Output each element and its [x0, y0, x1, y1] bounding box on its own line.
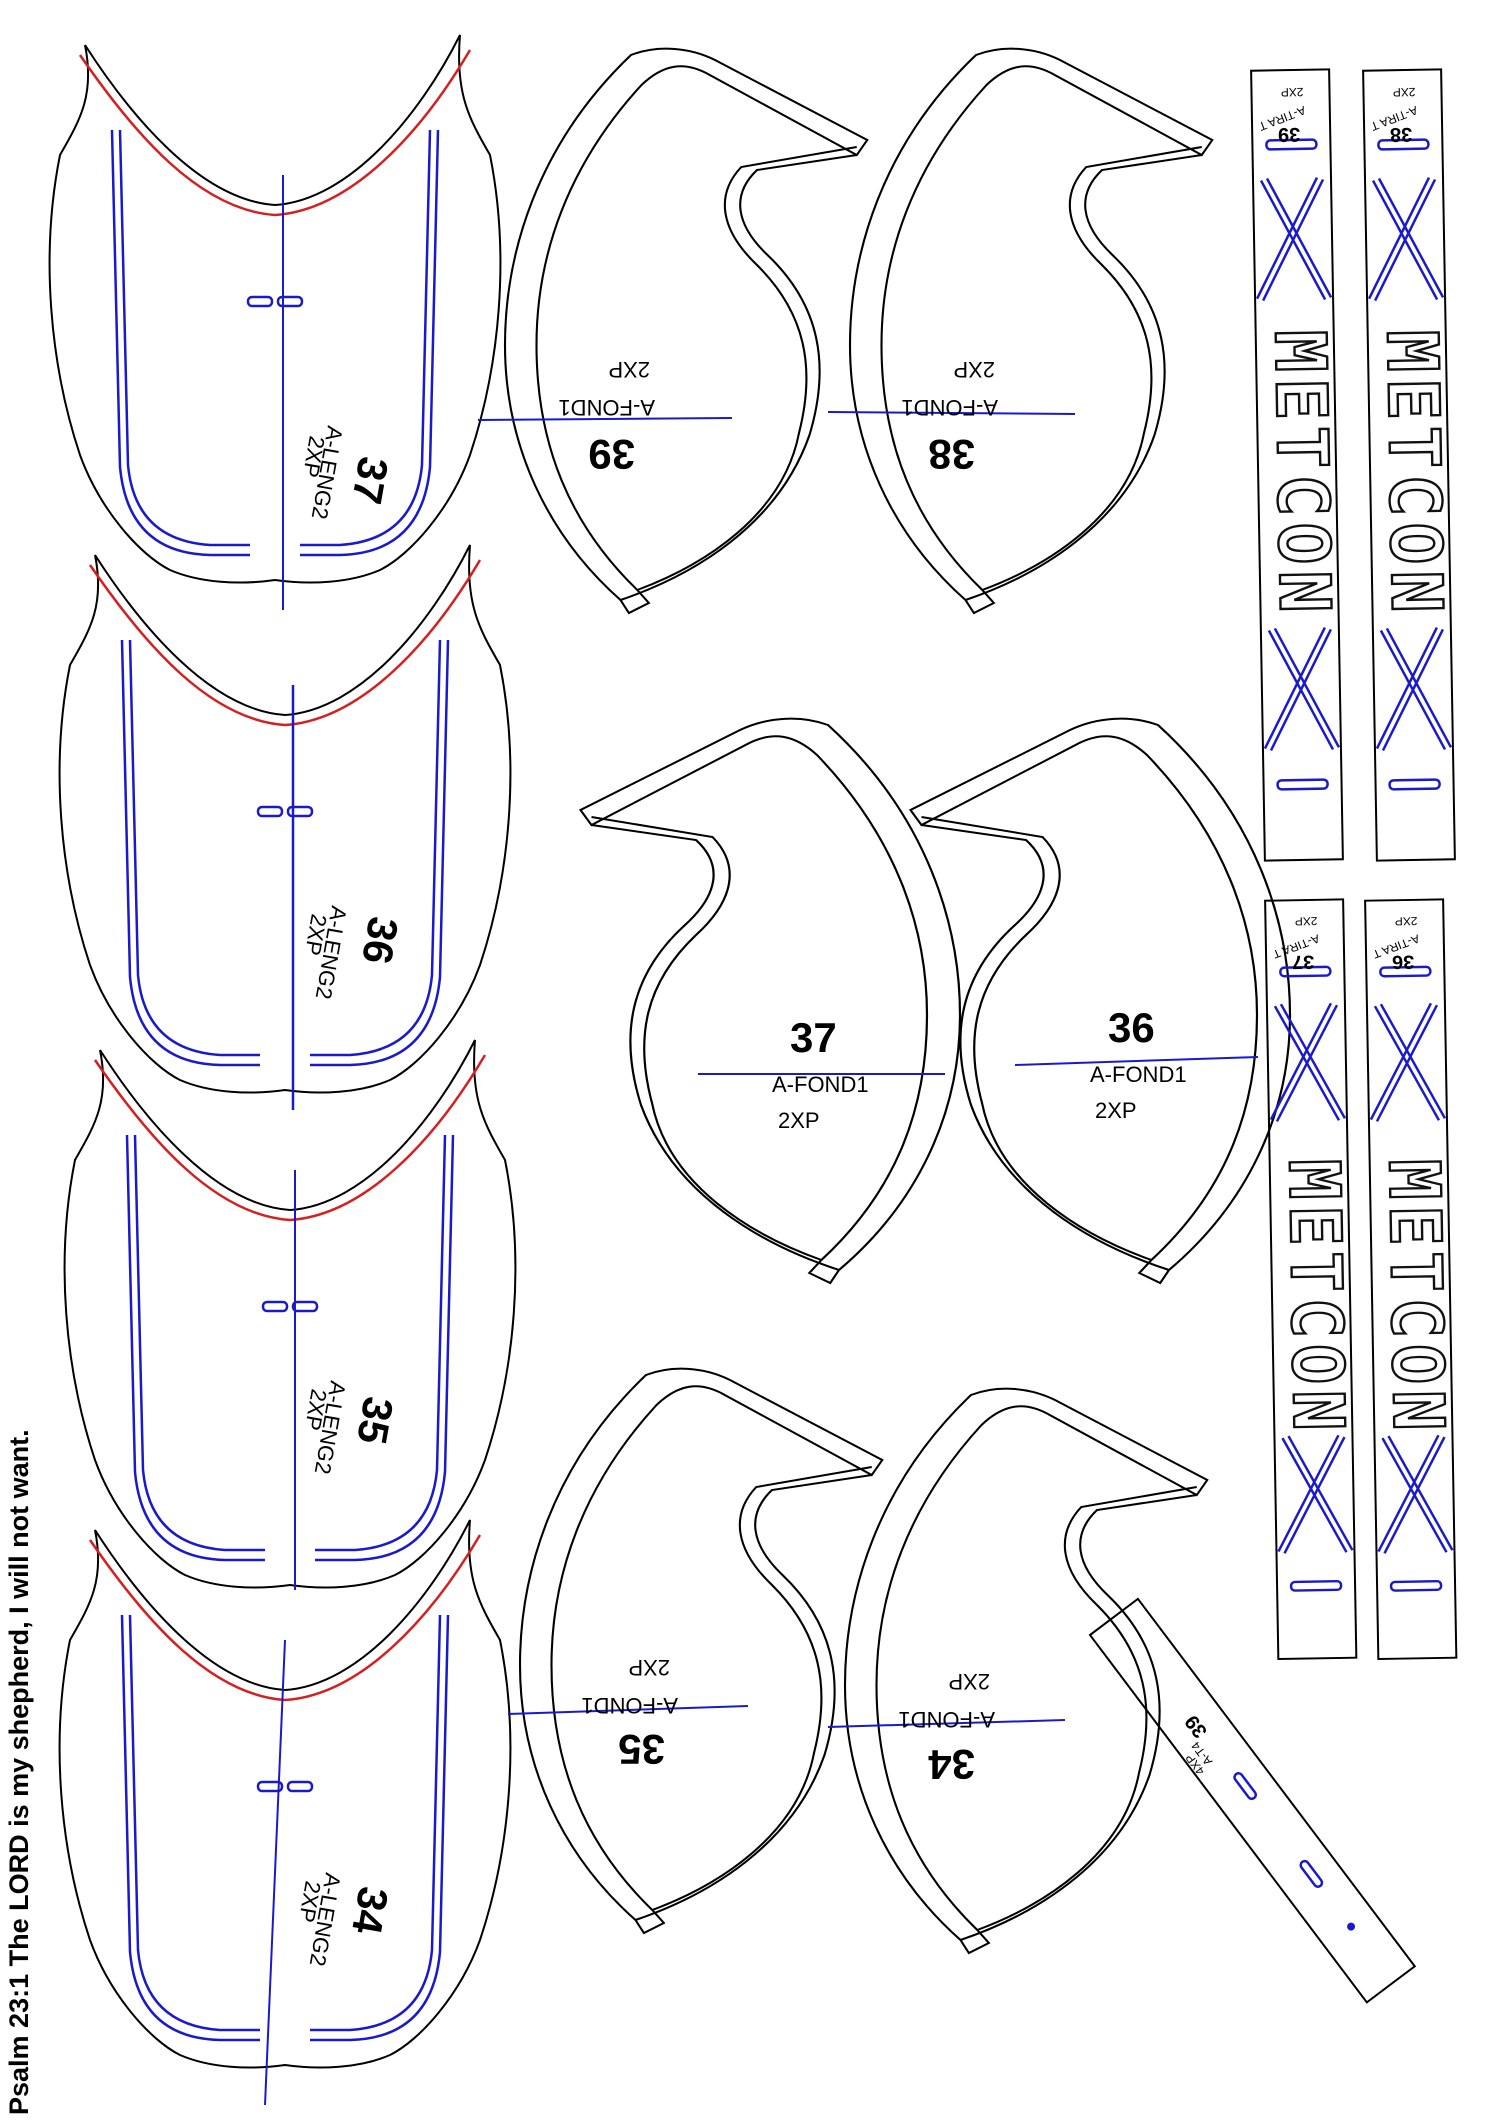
fond-piece-35: 35 A-FOND1 2XP	[507, 1367, 884, 1935]
strap-number: 37	[1292, 951, 1315, 973]
strap-number: 39	[1278, 123, 1301, 145]
strap-qty: 2XP	[1295, 914, 1318, 927]
fond-number: 35	[618, 1726, 665, 1773]
strap-qty: 2XP	[1393, 85, 1416, 99]
leng-piece-37: 37 A-LENG2 2XP	[48, 33, 502, 610]
tab-number: 39	[1181, 1711, 1212, 1742]
fond-number: 38	[928, 431, 975, 478]
strap-piece-36: 36 A-TIRA T 2XP METCON	[1363, 898, 1460, 1661]
fond-code: A-FOND1	[898, 1707, 995, 1732]
metcon-logo: METCON	[1272, 1158, 1358, 1437]
strap-qty: 2XP	[1395, 914, 1418, 927]
metcon-logo: METCON	[1372, 1158, 1458, 1437]
fond-qty: 2XP	[608, 357, 650, 382]
fond-number: 37	[790, 1014, 837, 1061]
leng-number: 36	[353, 913, 407, 967]
leng-piece-34: 34 A-LENG2 2XP	[58, 1518, 512, 2106]
leng-number: 37	[343, 453, 397, 507]
scripture-caption: Psalm 23:1 The LORD is my shepherd, I wi…	[4, 1429, 34, 2115]
strap-piece-38: 38 A-TIRA T 2XP METCON	[1361, 68, 1459, 862]
fond-piece-34: 34 A-FOND1 2XP	[827, 1387, 1209, 1955]
fond-qty: 2XP	[1095, 1098, 1137, 1123]
fond-code: A-FOND1	[1090, 1062, 1187, 1087]
fond-number: 34	[928, 1741, 975, 1788]
fond-number: 39	[588, 431, 635, 478]
fond-qty: 2XP	[778, 1108, 820, 1133]
fond-piece-39: 39 A-FOND1 2XP	[477, 47, 869, 615]
fond-piece-38: 38 A-FOND1 2XP	[827, 47, 1214, 615]
leng-piece-35: 35 A-LENG2 2XP	[63, 1038, 517, 1590]
fond-number: 36	[1108, 1004, 1155, 1051]
strap-number: 38	[1390, 123, 1413, 145]
fond-code: A-FOND1	[901, 395, 998, 420]
fond-qty: 2XP	[628, 1655, 670, 1680]
strap-qty: 2XP	[1281, 85, 1304, 99]
fond-code: A-FOND1	[581, 1693, 678, 1718]
strap-piece-39: 39 A-TIRA T 2XP METCON	[1249, 68, 1347, 862]
fond-code: A-FOND1	[772, 1072, 869, 1097]
leng-number: 34	[343, 1883, 398, 1938]
strap-number: 36	[1392, 951, 1415, 973]
leng-piece-36: 36 A-LENG2 2XP	[58, 543, 512, 1110]
metcon-logo: METCON	[1259, 329, 1346, 619]
fond-code: A-FOND1	[558, 395, 655, 420]
fond-qty: 2XP	[953, 357, 995, 382]
metcon-logo: METCON	[1371, 329, 1458, 619]
strap-piece-37: 37 A-TIRA T 2XP METCON	[1263, 898, 1360, 1661]
leng-number: 35	[348, 1393, 402, 1447]
fond-qty: 2XP	[948, 1669, 990, 1694]
fond-piece-36: 36 A-FOND1 2XP	[909, 717, 1292, 1285]
fond-piece-37: 37 A-FOND1 2XP	[579, 717, 962, 1285]
